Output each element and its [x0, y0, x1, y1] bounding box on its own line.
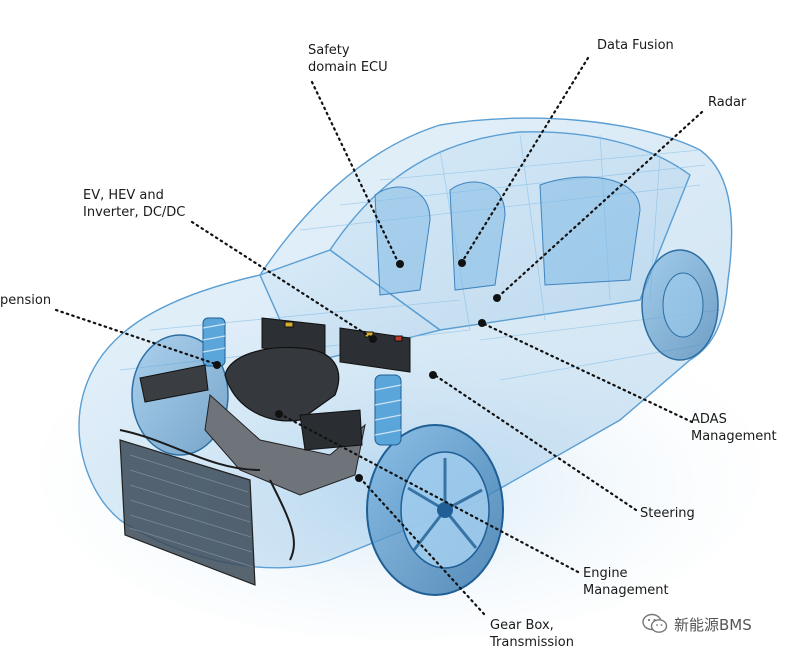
label-gearbox: Gear Box, Transmission: [490, 617, 574, 651]
front-wheel-right: [366, 424, 504, 596]
label-radar-line1: Radar: [708, 95, 747, 110]
dot-data-fusion: [458, 259, 466, 267]
leader-adas: [480, 321, 694, 424]
hoses: [119, 429, 295, 561]
leader-engine: [278, 412, 580, 574]
label-radar: Radar: [708, 94, 746, 111]
leader-gearbox: [358, 476, 486, 616]
dot-gearbox: [355, 474, 363, 482]
label-gearbox-line1: Gear Box,: [490, 618, 554, 633]
label-ev-hev-line1: EV, HEV and: [83, 188, 164, 203]
leader-suspension: [54, 308, 218, 366]
label-adas-line2: Management: [691, 429, 777, 444]
label-adas-line1: ADAS: [691, 412, 727, 427]
leader-lines: [54, 56, 704, 616]
leader-data-fusion: [460, 56, 590, 264]
label-data-fusion-line1: Data Fusion: [597, 38, 674, 53]
rear-wheel: [641, 249, 719, 361]
label-safety-ecu-line2: domain ECU: [308, 60, 388, 75]
leader-radar: [496, 110, 704, 299]
wechat-icon: [642, 613, 668, 633]
leader-ev-hev: [190, 220, 374, 340]
leader-safety-ecu: [310, 80, 400, 264]
radiator: [119, 439, 256, 586]
label-steering-line1: Steering: [640, 506, 695, 521]
label-data-fusion: Data Fusion: [597, 37, 674, 54]
label-suspension-line1: pension: [0, 293, 52, 308]
label-safety-ecu: Safety domain ECU: [308, 42, 388, 76]
label-suspension: pension: [0, 292, 51, 309]
dot-steering: [429, 371, 437, 379]
label-adas: ADAS Management: [691, 411, 777, 445]
battery-pack: [261, 317, 411, 373]
dot-suspension: [213, 361, 221, 369]
label-gearbox-line2: Transmission: [490, 635, 574, 650]
label-steering: Steering: [640, 505, 695, 522]
dot-engine: [275, 410, 283, 418]
label-ev-hev: EV, HEV and Inverter, DC/DC: [83, 187, 185, 221]
label-engine: Engine Management: [583, 565, 669, 599]
connector-dots: [213, 259, 501, 482]
dot-ev-hev: [369, 335, 377, 343]
dot-adas: [478, 319, 486, 327]
dot-safety-ecu: [396, 260, 404, 268]
leader-steering: [431, 372, 638, 512]
dot-radar: [493, 294, 501, 302]
watermark: 新能源BMS: [642, 613, 752, 635]
watermark-text: 新能源BMS: [674, 615, 752, 634]
label-safety-ecu-line1: Safety: [308, 43, 350, 58]
label-engine-line2: Management: [583, 583, 669, 598]
seats: [374, 176, 641, 296]
label-ev-hev-line2: Inverter, DC/DC: [83, 205, 186, 220]
suspension-springs: [202, 317, 402, 446]
label-engine-line1: Engine: [583, 566, 628, 581]
